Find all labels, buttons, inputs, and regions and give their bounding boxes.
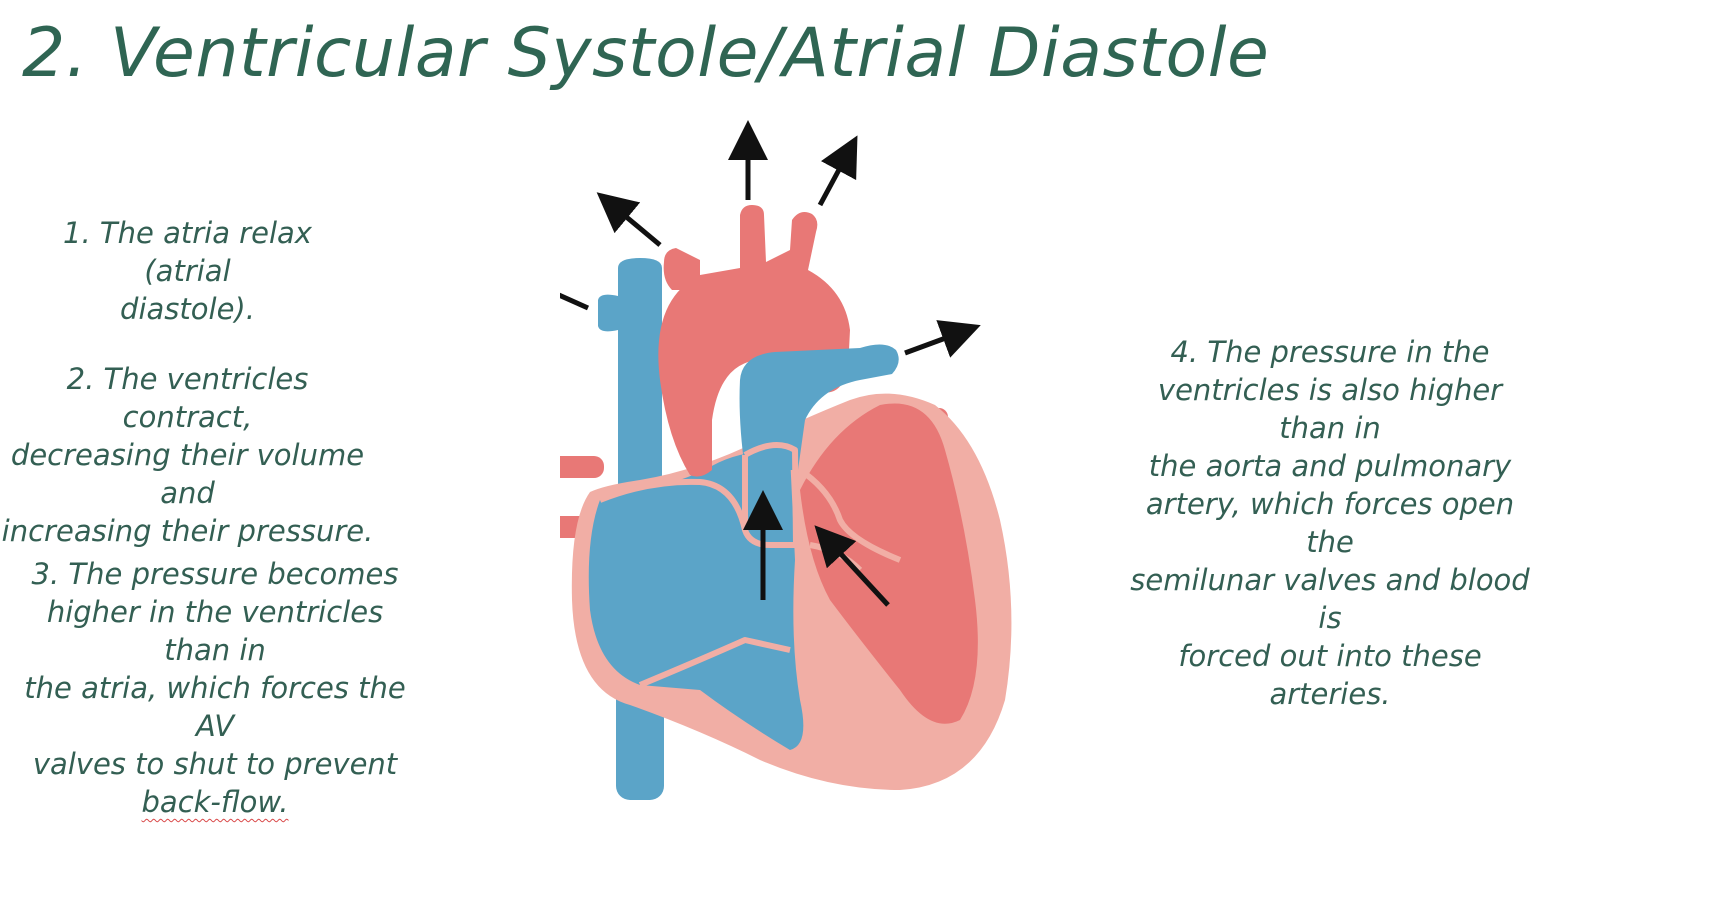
note-line: 3. The pressure becomes (31, 557, 399, 591)
note-line: diastole). (120, 292, 255, 326)
note-line: forced out into these arteries. (1178, 639, 1482, 711)
pulmonary-artery (739, 344, 899, 470)
spellcheck-word: back-flow. (141, 785, 289, 819)
arrow-up-left-icon (814, 525, 890, 607)
heart-diagram (560, 120, 1012, 800)
slide-title: 2. Ventricular Systole/Atrial Diastole (22, 14, 1270, 93)
arrow-up-left-icon (596, 192, 662, 247)
note-av-valves-shut: 3. The pressure becomes higher in the ve… (15, 555, 415, 821)
septum-outlines (598, 442, 902, 688)
note-line: ventricles is also higher than in (1157, 373, 1503, 445)
note-line: semilunar valves and blood is (1130, 563, 1530, 635)
note-semilunar-valves-open: 4. The pressure in the ventricles is als… (1130, 333, 1530, 713)
note-line: back-flow. (15, 783, 415, 821)
note-line: higher in the ventricles than in (46, 595, 384, 667)
left-chambers (800, 403, 978, 724)
note-line: the atria, which forces the AV (24, 671, 406, 743)
note-line: 4. The pressure in the (1170, 335, 1490, 369)
note-atria-relax: 1. The atria relax (atrial diastole). (20, 214, 355, 328)
note-ventricles-contract: 2. The ventricles contract, decreasing t… (0, 360, 375, 550)
arrow-left-icon (560, 292, 590, 311)
flow-arrows-outgoing (560, 120, 981, 358)
arrow-right-icon (904, 320, 981, 358)
aorta (658, 205, 850, 477)
note-line: 2. The ventricles contract, (66, 362, 309, 434)
note-line: valves to shut to prevent (32, 747, 398, 781)
flow-arrows-internal (743, 490, 890, 607)
arrow-up-right-icon (817, 135, 858, 207)
note-line: the aorta and pulmonary (1148, 449, 1512, 483)
note-line: artery, which forces open the (1145, 487, 1515, 559)
note-line: increasing their pressure. (1, 514, 374, 548)
note-line: 1. The atria relax (atrial (63, 216, 312, 288)
note-line: decreasing their volume and (10, 438, 365, 510)
